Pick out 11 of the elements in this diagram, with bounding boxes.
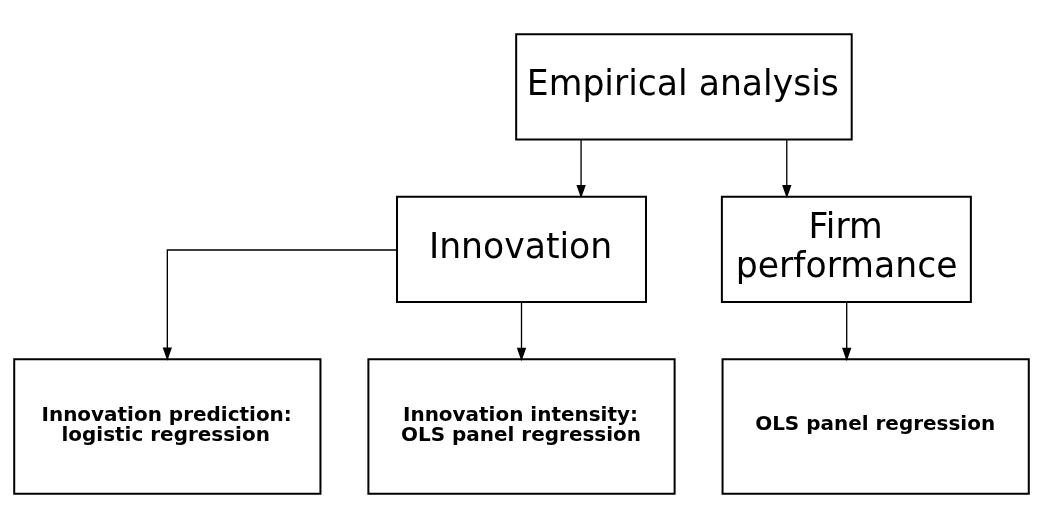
arrow: [576, 139, 586, 199]
node-box: Innovation: [396, 195, 647, 303]
node-box: Firm performance: [720, 195, 972, 303]
arrow: [842, 301, 852, 362]
node-box: Innovation prediction: logistic regression: [13, 358, 322, 495]
node-box: Innovation intensity: OLS panel regression: [367, 358, 676, 495]
arrow: [162, 249, 398, 361]
arrow: [516, 301, 527, 362]
node-box: Empirical analysis: [515, 33, 853, 141]
node-box: OLS panel regression: [721, 358, 1030, 495]
arrow: [782, 139, 792, 199]
